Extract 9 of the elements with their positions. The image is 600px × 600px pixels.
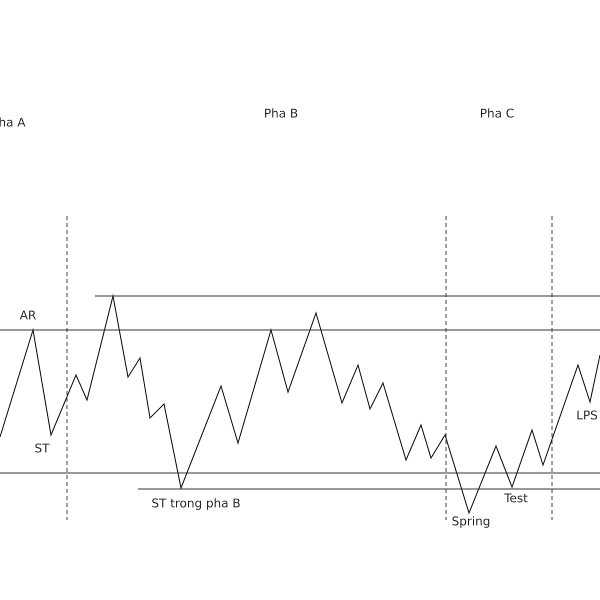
point-label: Test bbox=[504, 494, 528, 502]
phase-label: ha A bbox=[0, 117, 26, 127]
point-label: ST bbox=[35, 443, 50, 453]
point-label: LPS bbox=[577, 410, 598, 420]
point-label: Spring bbox=[452, 516, 490, 528]
phase-label: Pha C bbox=[480, 108, 514, 118]
point-label: AR bbox=[20, 310, 36, 320]
phase-label: Pha B bbox=[265, 108, 298, 118]
point-label: ST trong pha B bbox=[152, 498, 240, 510]
